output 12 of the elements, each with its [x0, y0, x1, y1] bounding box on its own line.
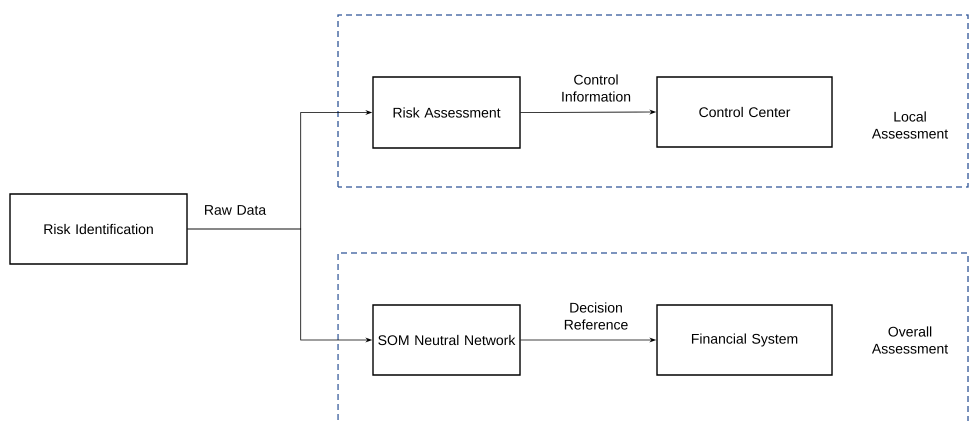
group-label: Local Assessment	[872, 111, 948, 139]
process-box: Financial System	[656, 304, 833, 376]
group-label: Overall Assessment	[872, 326, 948, 354]
process-box: Control Center	[656, 76, 833, 148]
edge-label: Raw Data	[205, 205, 266, 215]
process-box: Risk Assessment	[372, 76, 521, 149]
edge-label: Control Information	[562, 74, 630, 102]
edge-label: Decision Reference	[564, 302, 628, 330]
dashed-group	[337, 252, 969, 421]
process-box: Risk Identification	[9, 193, 188, 265]
dashed-group	[337, 14, 969, 188]
process-box: SOM Neutral Network	[372, 304, 521, 376]
